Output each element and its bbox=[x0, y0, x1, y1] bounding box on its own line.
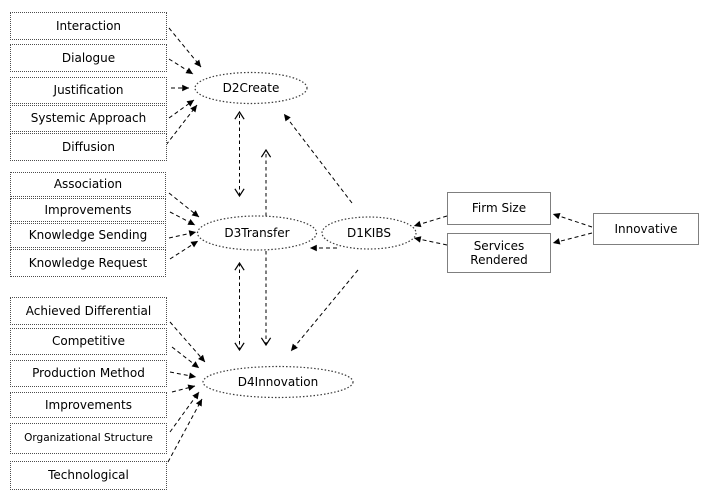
ellipse-label-d3transfer: D3Transfer bbox=[224, 226, 289, 240]
edge-d1kibs-d4innovation bbox=[290, 269, 359, 352]
edge-organizational-structure-d4innovation bbox=[169, 391, 200, 433]
edge-competitive-d4innovation bbox=[171, 346, 200, 369]
factor-box-technological: Technological bbox=[10, 461, 167, 490]
factor-box-justification: Justification bbox=[10, 77, 167, 104]
ellipse-label-d4innovation: D4Innovation bbox=[238, 375, 318, 389]
edge-diffusion-d2create bbox=[165, 104, 198, 146]
box-services-rendered: Services Rendered bbox=[447, 233, 551, 273]
edge-dialogue-d2create bbox=[168, 58, 194, 75]
factor-box-knowledge-request: Knowledge Request bbox=[10, 249, 166, 277]
factor-box-production-method: Production Method bbox=[10, 360, 167, 387]
edge-knowledge-request-d3transfer bbox=[169, 240, 199, 260]
factor-box-improvements-2: Improvements bbox=[10, 392, 167, 418]
ellipse-label-d1kibs: D1KIBS bbox=[347, 226, 391, 240]
factor-box-achieved-differential: Achieved Differential bbox=[10, 297, 167, 325]
ellipse-d1kibs bbox=[321, 216, 417, 250]
box-firm-size: Firm Size bbox=[447, 192, 551, 225]
factor-box-knowledge-sending: Knowledge Sending bbox=[10, 223, 166, 248]
edge-production-method-d4innovation bbox=[169, 371, 197, 379]
ellipse-d4innovation bbox=[202, 365, 354, 399]
edge-achieved-differential-d4innovation bbox=[169, 321, 206, 363]
ellipse-group: D2Create D3Transfer D1KIBS D4Innovation bbox=[194, 71, 417, 399]
factor-box-competitive: Competitive bbox=[10, 328, 167, 355]
edge-innovative-services-rendered bbox=[552, 232, 593, 245]
factor-box-improvements: Improvements bbox=[10, 198, 166, 222]
factor-box-systemic-approach: Systemic Approach bbox=[10, 105, 167, 132]
edge-firm-size-d1kibs bbox=[413, 215, 448, 228]
edge-knowledge-sending-d3transfer bbox=[168, 230, 197, 239]
ellipse-d3transfer bbox=[196, 215, 318, 251]
edge-innovative-firm-size bbox=[552, 213, 593, 228]
edge-technological-d4innovation bbox=[167, 398, 203, 463]
edge-systemic-approach-d2create bbox=[168, 99, 195, 119]
edge-services-rendered-d1kibs bbox=[413, 236, 448, 246]
edge-improvements-d4innovation bbox=[171, 384, 196, 393]
edge-interaction-d2create bbox=[168, 27, 202, 68]
factor-box-organizational-structure: Organizational Structure bbox=[10, 423, 167, 454]
edge-improvements-d3transfer bbox=[169, 211, 196, 226]
factor-box-association: Association bbox=[10, 172, 166, 197]
factor-box-interaction: Interaction bbox=[10, 12, 167, 40]
factor-box-diffusion: Diffusion bbox=[10, 133, 167, 161]
ellipse-d2create bbox=[194, 71, 308, 105]
ellipse-label-d2create: D2Create bbox=[223, 81, 280, 95]
factor-box-dialogue: Dialogue bbox=[10, 44, 167, 72]
edge-group bbox=[165, 27, 593, 463]
box-innovative: Innovative bbox=[593, 213, 699, 245]
edge-d1kibs-d2create bbox=[283, 113, 353, 204]
